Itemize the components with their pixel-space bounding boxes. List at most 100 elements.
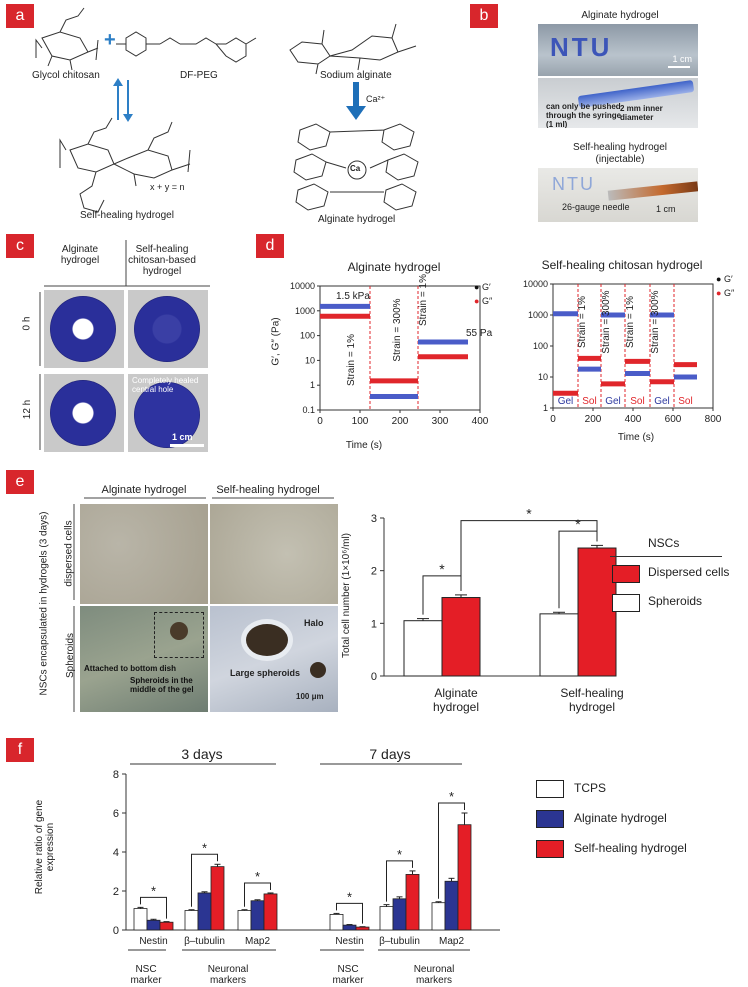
b-inner-diameter: 2 mm inner diameter: [620, 104, 663, 122]
d-xtick-label-1-1: 200: [585, 414, 602, 425]
f-bar-3-2: [355, 926, 370, 931]
e-bar-1-1: [577, 547, 617, 677]
alginate-egg-box-structure: [293, 123, 419, 211]
f-sig-bracket-1: [191, 853, 218, 907]
e-bar-0-1: [441, 597, 481, 677]
e-ann-attached: Attached to bottom dish: [84, 664, 176, 673]
d-ytick-label-0-2: 10: [305, 355, 315, 365]
b-scale-bar-top: [668, 66, 690, 68]
e-col1: Alginate hydrogel: [101, 484, 187, 496]
d-strain-label-0-0: Strain = 1%: [346, 334, 357, 386]
panel-e-badge: e: [6, 470, 34, 494]
e-photo-sh-spheroids: Halo Large spheroids 100 μm: [210, 606, 338, 712]
d-ytick-label-1-3: 1000: [528, 310, 548, 320]
f-legend-alg: Alginate hydrogel: [574, 811, 667, 825]
f-sig-star-4: *: [397, 847, 402, 862]
d-ytick-label-0-4: 1000: [295, 306, 315, 316]
e-legend-title: NSCs: [648, 536, 680, 550]
f-title-7d: 7 days: [369, 746, 411, 762]
f-bar-3-1: [342, 924, 357, 931]
e-ytick-label-2: 2: [371, 566, 377, 578]
d-phase-label-2: Gel: [605, 396, 621, 407]
f-cat-label-1: β–tubulin: [184, 936, 225, 947]
d-strain-label-1-2: Strain = 1%: [625, 296, 636, 348]
d-xlabel-right: Time (s): [617, 432, 655, 443]
b-syringe-note: can only be pushed through the syringe (…: [546, 102, 622, 128]
d-xtick-label-0-0: 0: [317, 416, 323, 427]
f-legend-swatch-alg: [536, 810, 564, 828]
d-xtick-label-0-4: 400: [472, 416, 489, 427]
f-cat-label-0: Nestin: [139, 936, 167, 947]
c-col2: Self-healing chitosan-based hydrogel: [128, 244, 196, 277]
label-glycol-chitosan: Glycol chitosan: [32, 70, 100, 81]
label-ca-ion: Ca²⁺: [366, 94, 386, 104]
e-photo-alg-spheroids: Attached to bottom dish Spheroids in the…: [80, 606, 208, 712]
b-needle-label: 26-gauge needle: [562, 202, 630, 212]
f-bar-2-1: [250, 900, 265, 931]
f-bar-4-2: [405, 874, 420, 931]
f-ytick-label-2: 4: [113, 847, 119, 859]
b-ntu-selfheal: NTU: [552, 174, 595, 194]
e-ytick-label-0: 0: [371, 671, 377, 683]
d-strain-label-0-1: Strain = 300%: [392, 298, 403, 361]
label-sodium-alginate: Sodium alginate: [320, 70, 392, 81]
d-ytick-label-0-0: 0.1: [302, 405, 315, 415]
e-sig-star-1: *: [575, 516, 581, 532]
f-bar-0-2: [159, 921, 174, 931]
c-photo-sh-0h: [128, 290, 208, 368]
d-xtick-label-0-3: 300: [432, 416, 449, 427]
f-ytick-label-0: 0: [113, 925, 119, 937]
e-legend-spheroids: Spheroids: [648, 594, 703, 608]
f-bar-3-0: [329, 914, 344, 931]
f-sig-star-5: *: [449, 789, 454, 804]
label-df-peg: DF-PEG: [180, 70, 218, 81]
d-xtick-label-1-2: 400: [625, 414, 642, 425]
e-legend-dispersed: Dispersed cells: [648, 565, 730, 579]
e-header-lines: [73, 497, 334, 712]
e-ann-large: Large spheroids: [230, 668, 301, 678]
f-bar-4-1: [392, 898, 407, 931]
panel-b-badge: b: [470, 4, 498, 28]
d-legend-gp-right: ● G′: [716, 274, 733, 284]
f-sig-bracket-5: [438, 802, 465, 899]
f-cat-label-2: Map2: [245, 936, 270, 947]
f-cat-label-3: Nestin: [335, 936, 363, 947]
d-ytick-label-1-4: 10000: [523, 279, 548, 289]
d-ytick-label-1-0: 1: [543, 403, 548, 413]
f-neuronal-7d: Neuronal markers: [413, 964, 455, 986]
panel-a-badge: a: [6, 4, 34, 28]
c-scale: 1 cm: [172, 432, 193, 442]
glycol-chitosan-structure: [35, 7, 99, 71]
sodium-alginate-structure: [289, 23, 417, 75]
self-healing-structure: [59, 117, 191, 213]
d-title-left: Alginate hydrogel: [347, 260, 441, 274]
panel-a-chemistry: +: [35, 7, 419, 213]
d-xtick-label-1-4: 800: [705, 414, 722, 425]
f-bar-5-1: [444, 880, 459, 931]
c-photo-sh-12h: Completely healed central hole 1 cm: [128, 374, 208, 452]
f-sig-star-3: *: [347, 889, 352, 904]
f-sig-bracket-2: [244, 882, 271, 907]
e-col2: Self-healing hydrogel: [216, 484, 320, 496]
d-xtick-label-1-3: 600: [665, 414, 682, 425]
d-ytick-label-1-2: 100: [533, 341, 548, 351]
f-ytick-label-1: 2: [113, 886, 119, 898]
c-scale-bar: [170, 444, 204, 447]
f-bar-1-1: [197, 892, 212, 931]
d-legend-gp-left: ● G′: [474, 282, 491, 292]
d-ytick-label-0-5: 10000: [290, 281, 315, 291]
d-ytick-label-0-3: 100: [300, 331, 315, 341]
d-xtick-label-0-2: 200: [392, 416, 409, 427]
f-legend-sh: Self-healing hydrogel: [574, 841, 687, 855]
panel-d-badge: d: [256, 234, 284, 258]
b-alginate-photo: NTU 1 cm: [538, 24, 698, 76]
e-sig-bracket-2: [460, 520, 598, 591]
d-ytick-label-1-1: 10: [538, 372, 548, 382]
plus-sign: +: [104, 29, 116, 51]
e-bar-1-0: [539, 613, 579, 677]
f-sig-star-0: *: [151, 883, 156, 898]
b-selfheal-photo: NTU 26-gauge needle 1 cm: [538, 168, 698, 222]
f-bar-4-0: [379, 906, 394, 931]
b-alginate-title: Alginate hydrogel: [581, 10, 659, 21]
